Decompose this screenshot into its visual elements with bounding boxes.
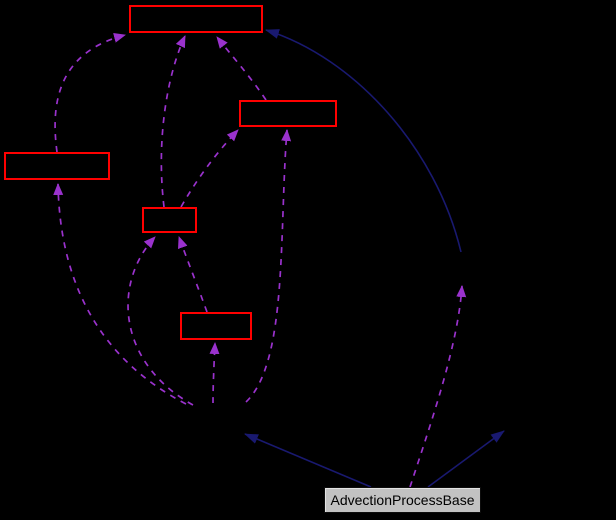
edge-right-to-top — [216, 36, 267, 101]
edge-middle-to-right — [180, 129, 239, 208]
class-node-right[interactable] — [239, 100, 337, 127]
edge-hub-to-middle — [127, 236, 194, 406]
class-node-middle[interactable] — [142, 207, 197, 233]
edge-hub-to-lower — [209, 342, 220, 404]
edge-inherit-to-top — [265, 29, 462, 253]
class-node-top[interactable] — [129, 5, 263, 33]
edge-current-to-hub — [244, 433, 372, 488]
edge-current-to-right — [427, 430, 505, 488]
current-class-node[interactable]: AdvectionProcessBase — [324, 487, 481, 513]
edge-hub-to-left — [53, 183, 187, 405]
edge-hub-to-right — [245, 129, 292, 403]
edge-current-usage-up — [409, 285, 467, 488]
current-class-label: AdvectionProcessBase — [330, 492, 475, 508]
class-node-lower[interactable] — [180, 312, 252, 340]
edge-middle-to-top — [160, 35, 186, 208]
edge-left-to-top — [54, 32, 126, 153]
class-node-left[interactable] — [4, 152, 110, 180]
edge-lower-to-middle — [178, 236, 208, 313]
